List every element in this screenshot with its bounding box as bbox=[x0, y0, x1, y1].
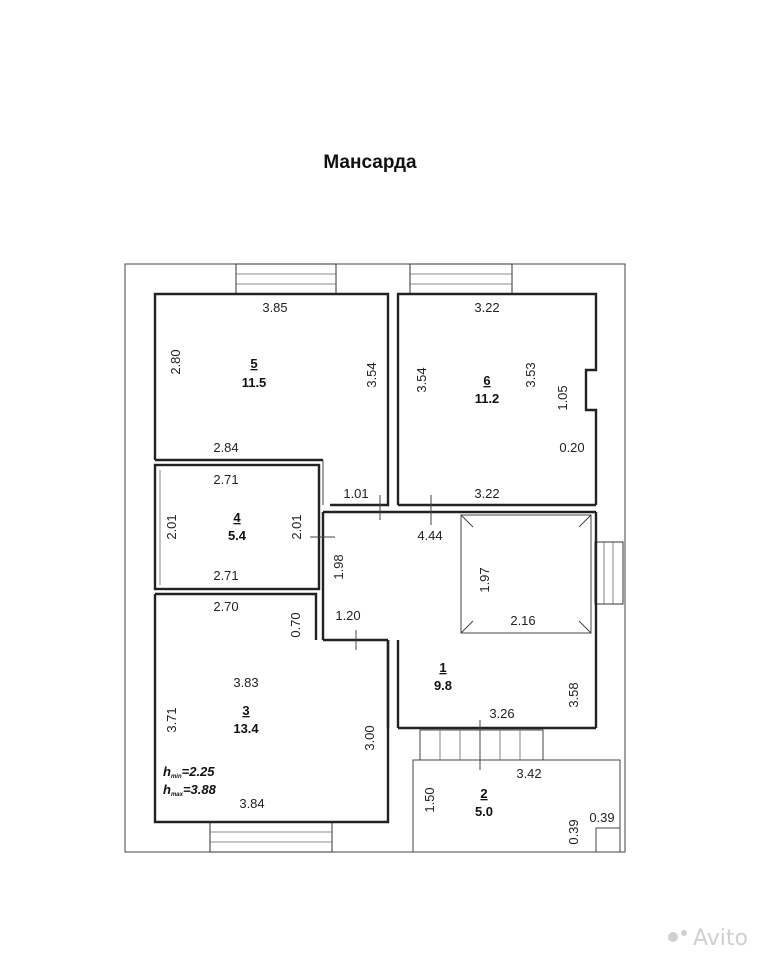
dim-r1-right: 3.58 bbox=[566, 682, 581, 707]
room-2-number: 2 bbox=[480, 786, 487, 801]
room-3 bbox=[153, 592, 390, 824]
dim-r6-niche: 1.05 bbox=[555, 385, 570, 410]
dim-r4-right: 2.01 bbox=[289, 514, 304, 539]
dim-r5-top: 3.85 bbox=[262, 300, 287, 315]
ceiling-height-max: hmax=3.88 bbox=[163, 782, 217, 798]
dim-r2-left: 1.50 bbox=[422, 787, 437, 812]
room-3-number: 3 bbox=[242, 703, 249, 718]
plan-title: Мансарда bbox=[323, 152, 417, 173]
room-5 bbox=[153, 292, 390, 507]
hmin-value: =2.25 bbox=[182, 764, 216, 779]
dim-r6-bottom: 3.22 bbox=[474, 486, 499, 501]
room-5-area: 11.5 bbox=[242, 375, 267, 390]
dim-hall-left: 1.98 bbox=[331, 554, 346, 579]
room-4 bbox=[153, 463, 321, 591]
dim-hall-top: 1.01 bbox=[343, 486, 368, 501]
dim-r6-step: 0.20 bbox=[559, 440, 584, 455]
room-2-area: 5.0 bbox=[475, 804, 493, 819]
room-3-area: 13.4 bbox=[233, 721, 259, 736]
room-1-area: 9.8 bbox=[434, 678, 452, 693]
window-top-left bbox=[235, 263, 337, 295]
outer-outline bbox=[124, 263, 626, 853]
watermark: Avito bbox=[668, 926, 748, 951]
hmax-value: =3.88 bbox=[183, 782, 217, 797]
hmin-sub: min bbox=[171, 774, 182, 780]
dim-r3-left: 3.71 bbox=[164, 707, 179, 732]
door-marks bbox=[310, 495, 481, 770]
dim-r5-left: 2.80 bbox=[168, 349, 183, 374]
dim-stair-width: 2.16 bbox=[510, 613, 535, 628]
dim-hall-mid: 4.44 bbox=[417, 528, 442, 543]
hmax-label: h bbox=[163, 782, 171, 797]
room-4-number: 4 bbox=[233, 510, 241, 525]
dim-r3-bottom: 3.84 bbox=[239, 796, 264, 811]
room-6-area: 11.2 bbox=[475, 391, 500, 406]
dim-r1-bottom: 3.26 bbox=[489, 706, 514, 721]
room-5-number: 5 bbox=[250, 356, 257, 371]
dim-r2-col-w: 0.39 bbox=[589, 810, 614, 825]
dim-r4-left: 2.01 bbox=[164, 514, 179, 539]
hmin-label: h bbox=[163, 764, 171, 779]
dim-hall-notch: 1.20 bbox=[335, 608, 360, 623]
dim-r4-top: 2.71 bbox=[213, 472, 238, 487]
dim-r4-bottom: 2.71 bbox=[213, 568, 238, 583]
window-top-right bbox=[409, 263, 513, 295]
watermark-dot-icon bbox=[681, 930, 687, 936]
watermark-dot-icon bbox=[668, 932, 678, 942]
stair-steps bbox=[419, 729, 544, 761]
window-right bbox=[594, 541, 624, 605]
dim-r5-right: 3.54 bbox=[364, 362, 379, 387]
hmax-sub: max bbox=[171, 792, 184, 798]
window-bottom bbox=[209, 821, 333, 853]
dim-r6-right: 3.53 bbox=[523, 362, 538, 387]
dim-r3-top: 2.70 bbox=[213, 599, 238, 614]
ceiling-height-min: hmin=2.25 bbox=[163, 764, 215, 780]
dim-r3-notch: 0.70 bbox=[288, 612, 303, 637]
room-1-number: 1 bbox=[439, 660, 446, 675]
dim-r5-bottom: 2.84 bbox=[213, 440, 238, 455]
watermark-text: Avito bbox=[693, 926, 748, 951]
room-6-number: 6 bbox=[483, 373, 490, 388]
dim-r2-top: 3.42 bbox=[516, 766, 541, 781]
room-4-area: 5.4 bbox=[228, 528, 247, 543]
dim-r2-col-h: 0.39 bbox=[566, 819, 581, 844]
dim-stair-side: 1.97 bbox=[477, 567, 492, 592]
dim-r6-top: 3.22 bbox=[474, 300, 499, 315]
room-1 bbox=[321, 510, 598, 730]
dim-r3-right: 3.00 bbox=[362, 725, 377, 750]
dim-r3-inner: 3.83 bbox=[233, 675, 258, 690]
dim-r6-left: 3.54 bbox=[414, 367, 429, 392]
stair-opening bbox=[460, 514, 592, 634]
